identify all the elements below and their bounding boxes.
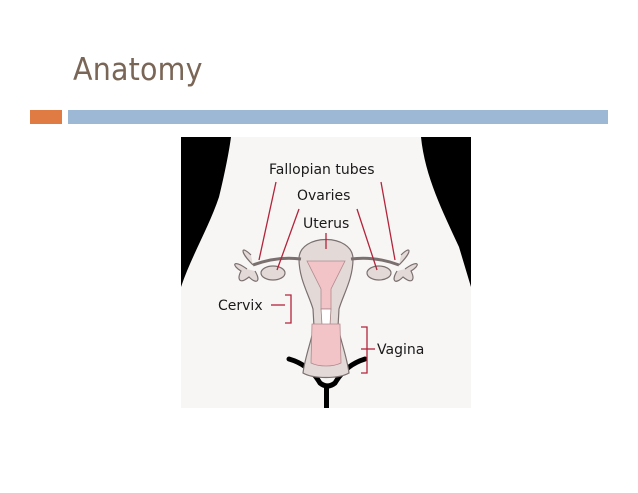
left-fimbriae bbox=[234, 249, 259, 282]
anatomy-diagram: Fallopian tubes Ovaries Uterus Cervix Va… bbox=[181, 137, 471, 408]
label-fallopian-tubes: Fallopian tubes bbox=[269, 162, 375, 178]
right-ovary bbox=[366, 265, 392, 281]
right-fallopian-tube bbox=[350, 256, 400, 267]
vaginal-canal bbox=[310, 323, 342, 367]
label-vagina: Vagina bbox=[377, 342, 424, 358]
title-accent-block bbox=[30, 110, 62, 124]
label-cervix: Cervix bbox=[218, 298, 263, 314]
left-fallopian-tube bbox=[252, 256, 302, 267]
label-uterus: Uterus bbox=[303, 216, 349, 232]
anatomy-diagram-svg: Fallopian tubes Ovaries Uterus Cervix Va… bbox=[181, 137, 471, 408]
title-underline-bar bbox=[68, 110, 608, 124]
cervical-canal bbox=[320, 308, 332, 326]
leg-gap-line bbox=[324, 385, 329, 408]
slide-title: Anatomy bbox=[73, 52, 203, 88]
left-ovary bbox=[260, 265, 286, 281]
leader-lines bbox=[258, 181, 396, 374]
label-ovaries: Ovaries bbox=[297, 188, 350, 204]
right-fimbriae bbox=[393, 249, 418, 282]
